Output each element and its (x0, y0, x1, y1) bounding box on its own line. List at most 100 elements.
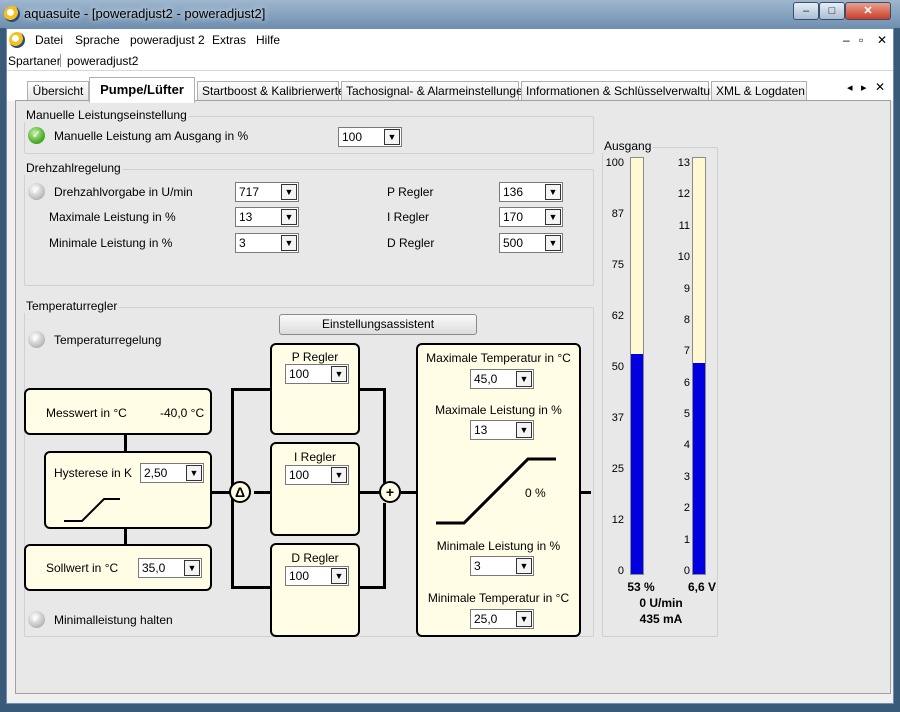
tab-uebersicht[interactable]: Übersicht (27, 81, 89, 101)
breadcrumb-item[interactable]: Spartaner (8, 54, 61, 68)
temp-d-value: 100 (289, 569, 310, 583)
temp-i-label: I Regler (293, 450, 337, 464)
temp-d-combo[interactable]: 100 ▼ (285, 566, 349, 586)
scale-tick-label: 100 (605, 157, 624, 169)
manual-power-combo[interactable]: 100 ▼ (338, 127, 402, 147)
output-percent-bar (630, 157, 644, 575)
connector-line (204, 491, 232, 494)
min-temp-combo[interactable]: 25,0▼ (470, 609, 534, 629)
chevron-down-icon[interactable]: ▼ (281, 184, 297, 200)
speed-i-combo[interactable]: 170 ▼ (499, 207, 563, 227)
min-power-combo[interactable]: 3▼ (470, 556, 534, 576)
breadcrumb-item[interactable]: poweradjust2 (67, 54, 139, 68)
chevron-down-icon[interactable]: ▼ (281, 235, 297, 251)
speed-i-value: 170 (503, 210, 524, 224)
title-bar: aquasuite - [poweradjust2 - poweradjust2… (0, 0, 900, 28)
connector-line (231, 388, 272, 391)
speed-enable-checkbox[interactable]: ✓ (28, 183, 45, 200)
curve-value: 0 % (525, 486, 546, 500)
temp-enable-checkbox[interactable]: ✓ (28, 331, 45, 348)
chevron-down-icon[interactable]: ▼ (516, 558, 532, 574)
scale-tick-label: 25 (611, 463, 624, 475)
connector-line (124, 434, 127, 452)
chevron-down-icon[interactable]: ▼ (516, 371, 532, 387)
manual-power-value: 100 (342, 130, 363, 144)
pump-fan-panel: Manuelle Leistungseinstellung ✓ Manuelle… (15, 100, 891, 694)
speed-max-value: 13 (239, 210, 253, 224)
scale-tick-label: 11 (678, 219, 690, 232)
menu-sprache[interactable]: Sprache (75, 33, 120, 47)
hysteresis-curve-icon (64, 498, 120, 522)
menu-extras[interactable]: Extras (212, 33, 247, 47)
connector-line (358, 388, 386, 391)
menu-hilfe[interactable]: Hilfe (256, 33, 281, 47)
minimize-button[interactable]: – (793, 2, 819, 20)
chevron-down-icon[interactable]: ▼ (331, 568, 347, 584)
speed-max-label: Maximale Leistung in % (49, 210, 176, 224)
settings-assistant-button[interactable]: Einstellungsassistent (279, 314, 477, 335)
app-menu-icon[interactable] (9, 32, 25, 48)
max-power-combo[interactable]: 13▼ (470, 420, 534, 440)
close-button[interactable]: ✕ (845, 2, 891, 20)
mdi-close-button[interactable]: ✕ (877, 33, 888, 47)
menu-poweradjust[interactable]: poweradjust 2 (130, 33, 205, 47)
chevron-down-icon[interactable]: ▼ (331, 467, 347, 483)
connector-line (358, 491, 380, 494)
scale-tick-label: 7 (683, 345, 690, 358)
scale-tick-label: 9 (683, 282, 690, 295)
chevron-down-icon[interactable]: ▼ (186, 465, 202, 481)
tab-scroll-right-icon[interactable]: ▸ (861, 82, 867, 94)
temp-p-combo[interactable]: 100 ▼ (285, 364, 349, 384)
chevron-down-icon[interactable]: ▼ (516, 611, 532, 627)
tab-xml-logdaten[interactable]: XML & Logdaten (711, 81, 807, 101)
speed-target-combo[interactable]: 717▼ (235, 182, 299, 202)
chevron-down-icon[interactable]: ▼ (331, 366, 347, 382)
temp-p-value: 100 (289, 367, 310, 381)
tab-scroll-left-icon[interactable]: ◂ (847, 82, 853, 94)
connector-line (401, 491, 419, 494)
manual-enable-checkbox[interactable]: ✓ (28, 127, 45, 144)
output-group-label: Ausgang (602, 139, 654, 153)
breadcrumb: Spartaner poweradjust2 (7, 51, 893, 71)
chevron-down-icon[interactable]: ▼ (516, 422, 532, 438)
scale-tick-label: 2 (683, 502, 690, 515)
speed-d-combo[interactable]: 500▼ (499, 233, 563, 253)
hysteresis-combo[interactable]: 2,50▼ (140, 463, 204, 483)
measured-value: -40,0 °C (160, 406, 205, 420)
scale-tick-label: 4 (683, 439, 690, 452)
min-power-value: 3 (474, 559, 481, 573)
tab-pumpe-luefter[interactable]: Pumpe/Lüfter (89, 77, 195, 103)
output-percent-value: 53 % (627, 580, 655, 594)
speed-p-combo[interactable]: 136▼ (499, 182, 563, 202)
output-current-value: 435 mA (639, 612, 683, 626)
chevron-down-icon[interactable]: ▼ (184, 560, 200, 576)
chevron-down-icon[interactable]: ▼ (545, 209, 561, 225)
connector-line (579, 491, 591, 494)
tab-close-icon[interactable]: ✕ (875, 80, 886, 94)
setpoint-label: Sollwert in °C (46, 561, 119, 575)
chevron-down-icon[interactable]: ▼ (545, 184, 561, 200)
hold-min-checkbox[interactable]: ✓ (28, 611, 45, 628)
tab-informationen[interactable]: Informationen & Schlüsselverwaltung (521, 81, 723, 101)
min-temp-label: Minimale Temperatur in °C (427, 591, 570, 605)
mdi-minimize-button[interactable]: – (843, 33, 850, 47)
mdi-restore-button[interactable]: ▫ (859, 33, 864, 47)
chevron-down-icon[interactable]: ▼ (545, 235, 561, 251)
scale-tick-label: 8 (683, 313, 690, 326)
max-temp-combo[interactable]: 45,0 ▼ (470, 369, 534, 389)
speed-min-label: Minimale Leistung in % (49, 236, 173, 250)
speed-d-label: D Regler (387, 236, 435, 250)
chevron-down-icon[interactable]: ▼ (384, 129, 400, 145)
max-temp-value: 45,0 (474, 372, 498, 386)
chevron-down-icon[interactable]: ▼ (281, 209, 297, 225)
speed-max-combo[interactable]: 13 ▼ (235, 207, 299, 227)
menu-datei[interactable]: Datei (35, 33, 64, 47)
maximize-button[interactable]: □ (819, 2, 845, 20)
temp-i-combo[interactable]: 100▼ (285, 465, 349, 485)
setpoint-combo[interactable]: 35,0▼ (138, 558, 202, 578)
tab-tachosignal[interactable]: Tachosignal- & Alarmeinstellungen (341, 81, 529, 101)
scale-tick-label: 6 (683, 376, 690, 389)
speed-min-combo[interactable]: 3▼ (235, 233, 299, 253)
tab-startboost[interactable]: Startboost & Kalibrierwerte (197, 81, 345, 101)
characteristic-curve-icon (436, 457, 556, 525)
